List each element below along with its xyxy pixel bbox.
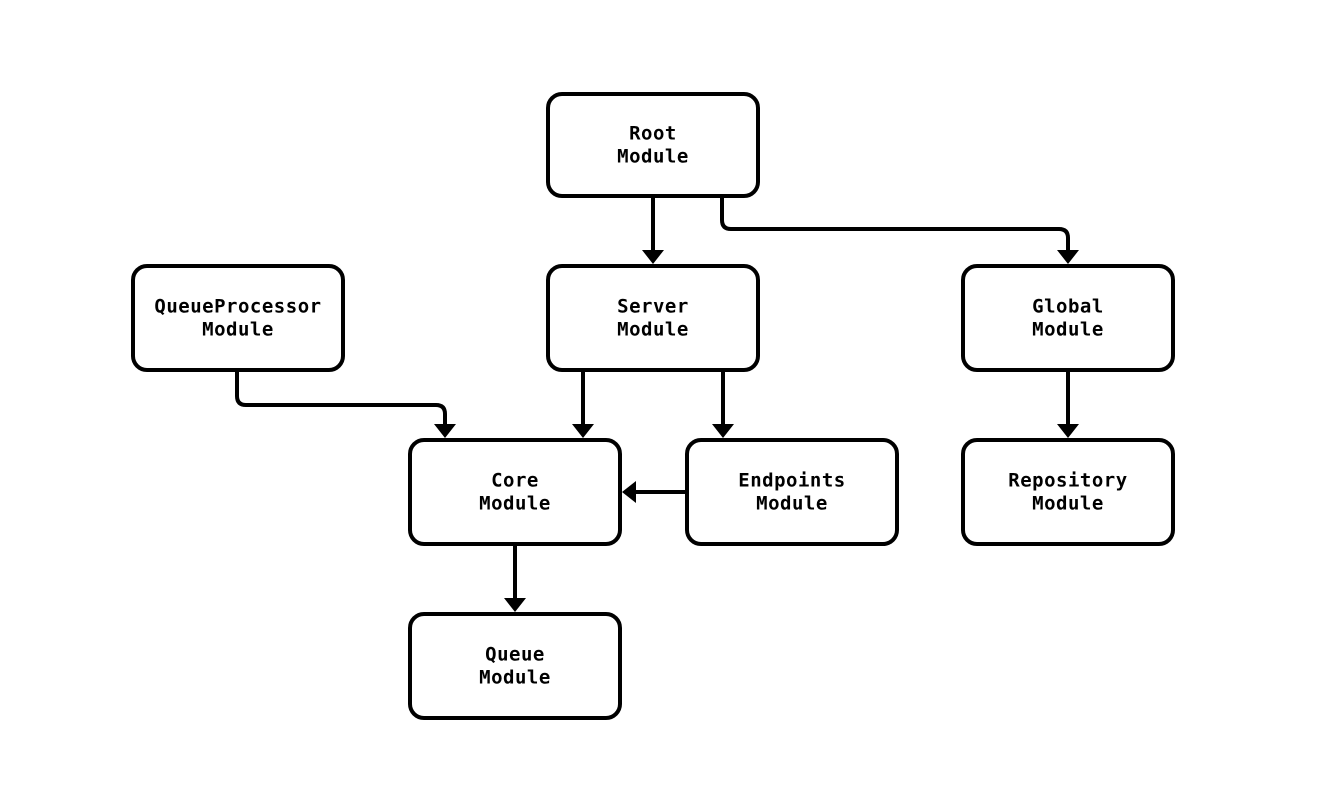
global-module-node-box[interactable]	[961, 264, 1175, 372]
edge-core-to-queue	[504, 544, 526, 612]
edge-endpoints-to-core	[622, 481, 687, 503]
core-module-node-label-line1: Core	[491, 470, 539, 492]
core-module-node-label-line2: Module	[479, 493, 551, 515]
root-module-node-label-line2: Module	[617, 146, 689, 168]
queueprocessor-module-node-label-line2: Module	[202, 319, 274, 341]
queue-module-node-label-line1: Queue	[485, 644, 545, 666]
root-module-node-box[interactable]	[546, 92, 760, 198]
repository-module-node-label-line2: Module	[1032, 493, 1104, 515]
edge-root-to-global-arrowhead-icon	[1057, 250, 1079, 264]
edge-queueprocessor-to-core	[235, 370, 456, 438]
repository-module-node-label-line1: Repository	[1008, 470, 1127, 492]
endpoints-module-node-label-line2: Module	[756, 493, 828, 515]
endpoints-module-node-label-line1: Endpoints	[738, 470, 845, 492]
edge-queueprocessor-to-core-line	[235, 370, 447, 426]
edge-core-to-queue-arrowhead-icon	[504, 598, 526, 612]
nodes-layer: RootModuleQueueProcessorModuleServerModu…	[131, 92, 1175, 720]
edge-global-to-repository-arrowhead-icon	[1057, 424, 1079, 438]
global-module-node-label-line2: Module	[1032, 319, 1104, 341]
edge-server-to-endpoints-arrowhead-icon	[712, 424, 734, 438]
edges-layer	[235, 196, 1079, 612]
edge-server-to-core	[572, 370, 594, 438]
root-module-node-label-line1: Root	[629, 123, 677, 145]
edge-root-to-server	[642, 196, 664, 264]
core-module-node-box[interactable]	[408, 438, 622, 546]
server-module-node-label-line1: Server	[617, 296, 689, 318]
repository-module-node-box[interactable]	[961, 438, 1175, 546]
endpoints-module-node-box[interactable]	[685, 438, 899, 546]
edge-root-to-global	[720, 196, 1079, 264]
server-module-node-label-line2: Module	[617, 319, 689, 341]
edge-server-to-core-arrowhead-icon	[572, 424, 594, 438]
edge-root-to-global-line	[720, 196, 1070, 252]
edge-queueprocessor-to-core-arrowhead-icon	[434, 424, 456, 438]
queueprocessor-module-node-box[interactable]	[131, 264, 345, 372]
edge-endpoints-to-core-arrowhead-icon	[622, 481, 636, 503]
queue-module-node-label-line2: Module	[479, 667, 551, 689]
edge-global-to-repository	[1057, 370, 1079, 438]
server-module-node-box[interactable]	[546, 264, 760, 372]
queueprocessor-module-node-label-line1: QueueProcessor	[154, 296, 321, 318]
edge-server-to-endpoints	[712, 370, 734, 438]
queue-module-node-box[interactable]	[408, 612, 622, 720]
edge-root-to-server-arrowhead-icon	[642, 250, 664, 264]
global-module-node-label-line1: Global	[1032, 296, 1104, 318]
